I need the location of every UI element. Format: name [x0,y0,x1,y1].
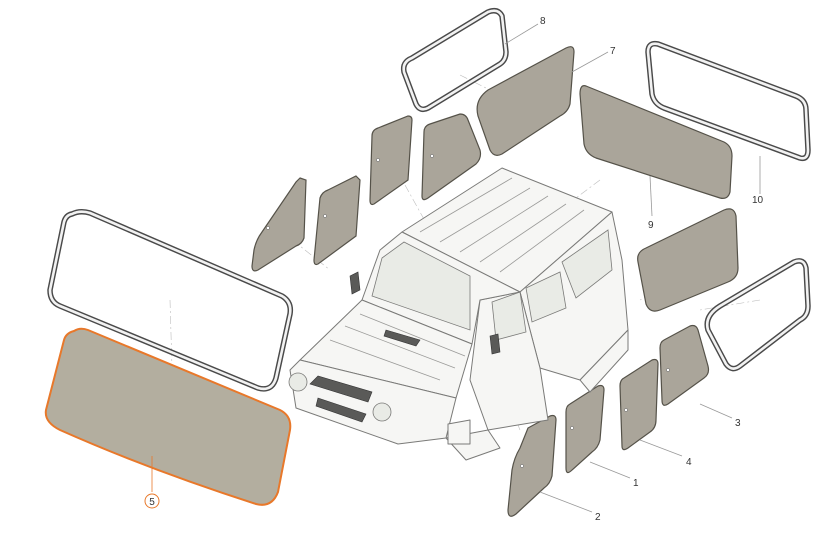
door-glass-4[interactable] [619,358,659,451]
windshield-seal[interactable] [47,208,294,392]
rear-side-glass-7[interactable] [476,46,575,156]
callout-1[interactable]: 1 [633,478,639,489]
callouts: 8 7 9 10 3 4 1 2 5 [144,16,764,523]
door-glass-1[interactable] [565,384,605,474]
callout-4[interactable]: 4 [686,457,692,468]
callout-3[interactable]: 3 [735,418,741,429]
side-glass-left-2[interactable] [313,175,361,266]
callout-2[interactable]: 2 [595,512,601,523]
callout-8[interactable]: 8 [540,16,546,27]
callout-7[interactable]: 7 [610,46,616,57]
rear-side-seal-10[interactable] [645,40,811,162]
rear-side-seal-8[interactable] [400,7,509,113]
side-glass-left-1[interactable] [251,177,307,272]
callout-10[interactable]: 10 [752,195,764,206]
right-side-glass-upper[interactable] [637,208,739,312]
windshield-glass[interactable] [44,327,292,506]
side-glass-left-4[interactable] [421,113,482,201]
vehicle-body [288,167,629,461]
door-glass-3[interactable] [659,324,710,406]
callout-5-ring [144,493,160,509]
callout-9[interactable]: 9 [648,220,654,231]
rear-side-glass-9[interactable] [579,85,733,199]
callout-5[interactable]: 5 [149,497,155,508]
door-glass-2[interactable] [507,414,557,517]
side-glass-left-3[interactable] [369,115,413,206]
leader-lines [151,23,761,513]
right-side-seal[interactable] [704,258,811,372]
